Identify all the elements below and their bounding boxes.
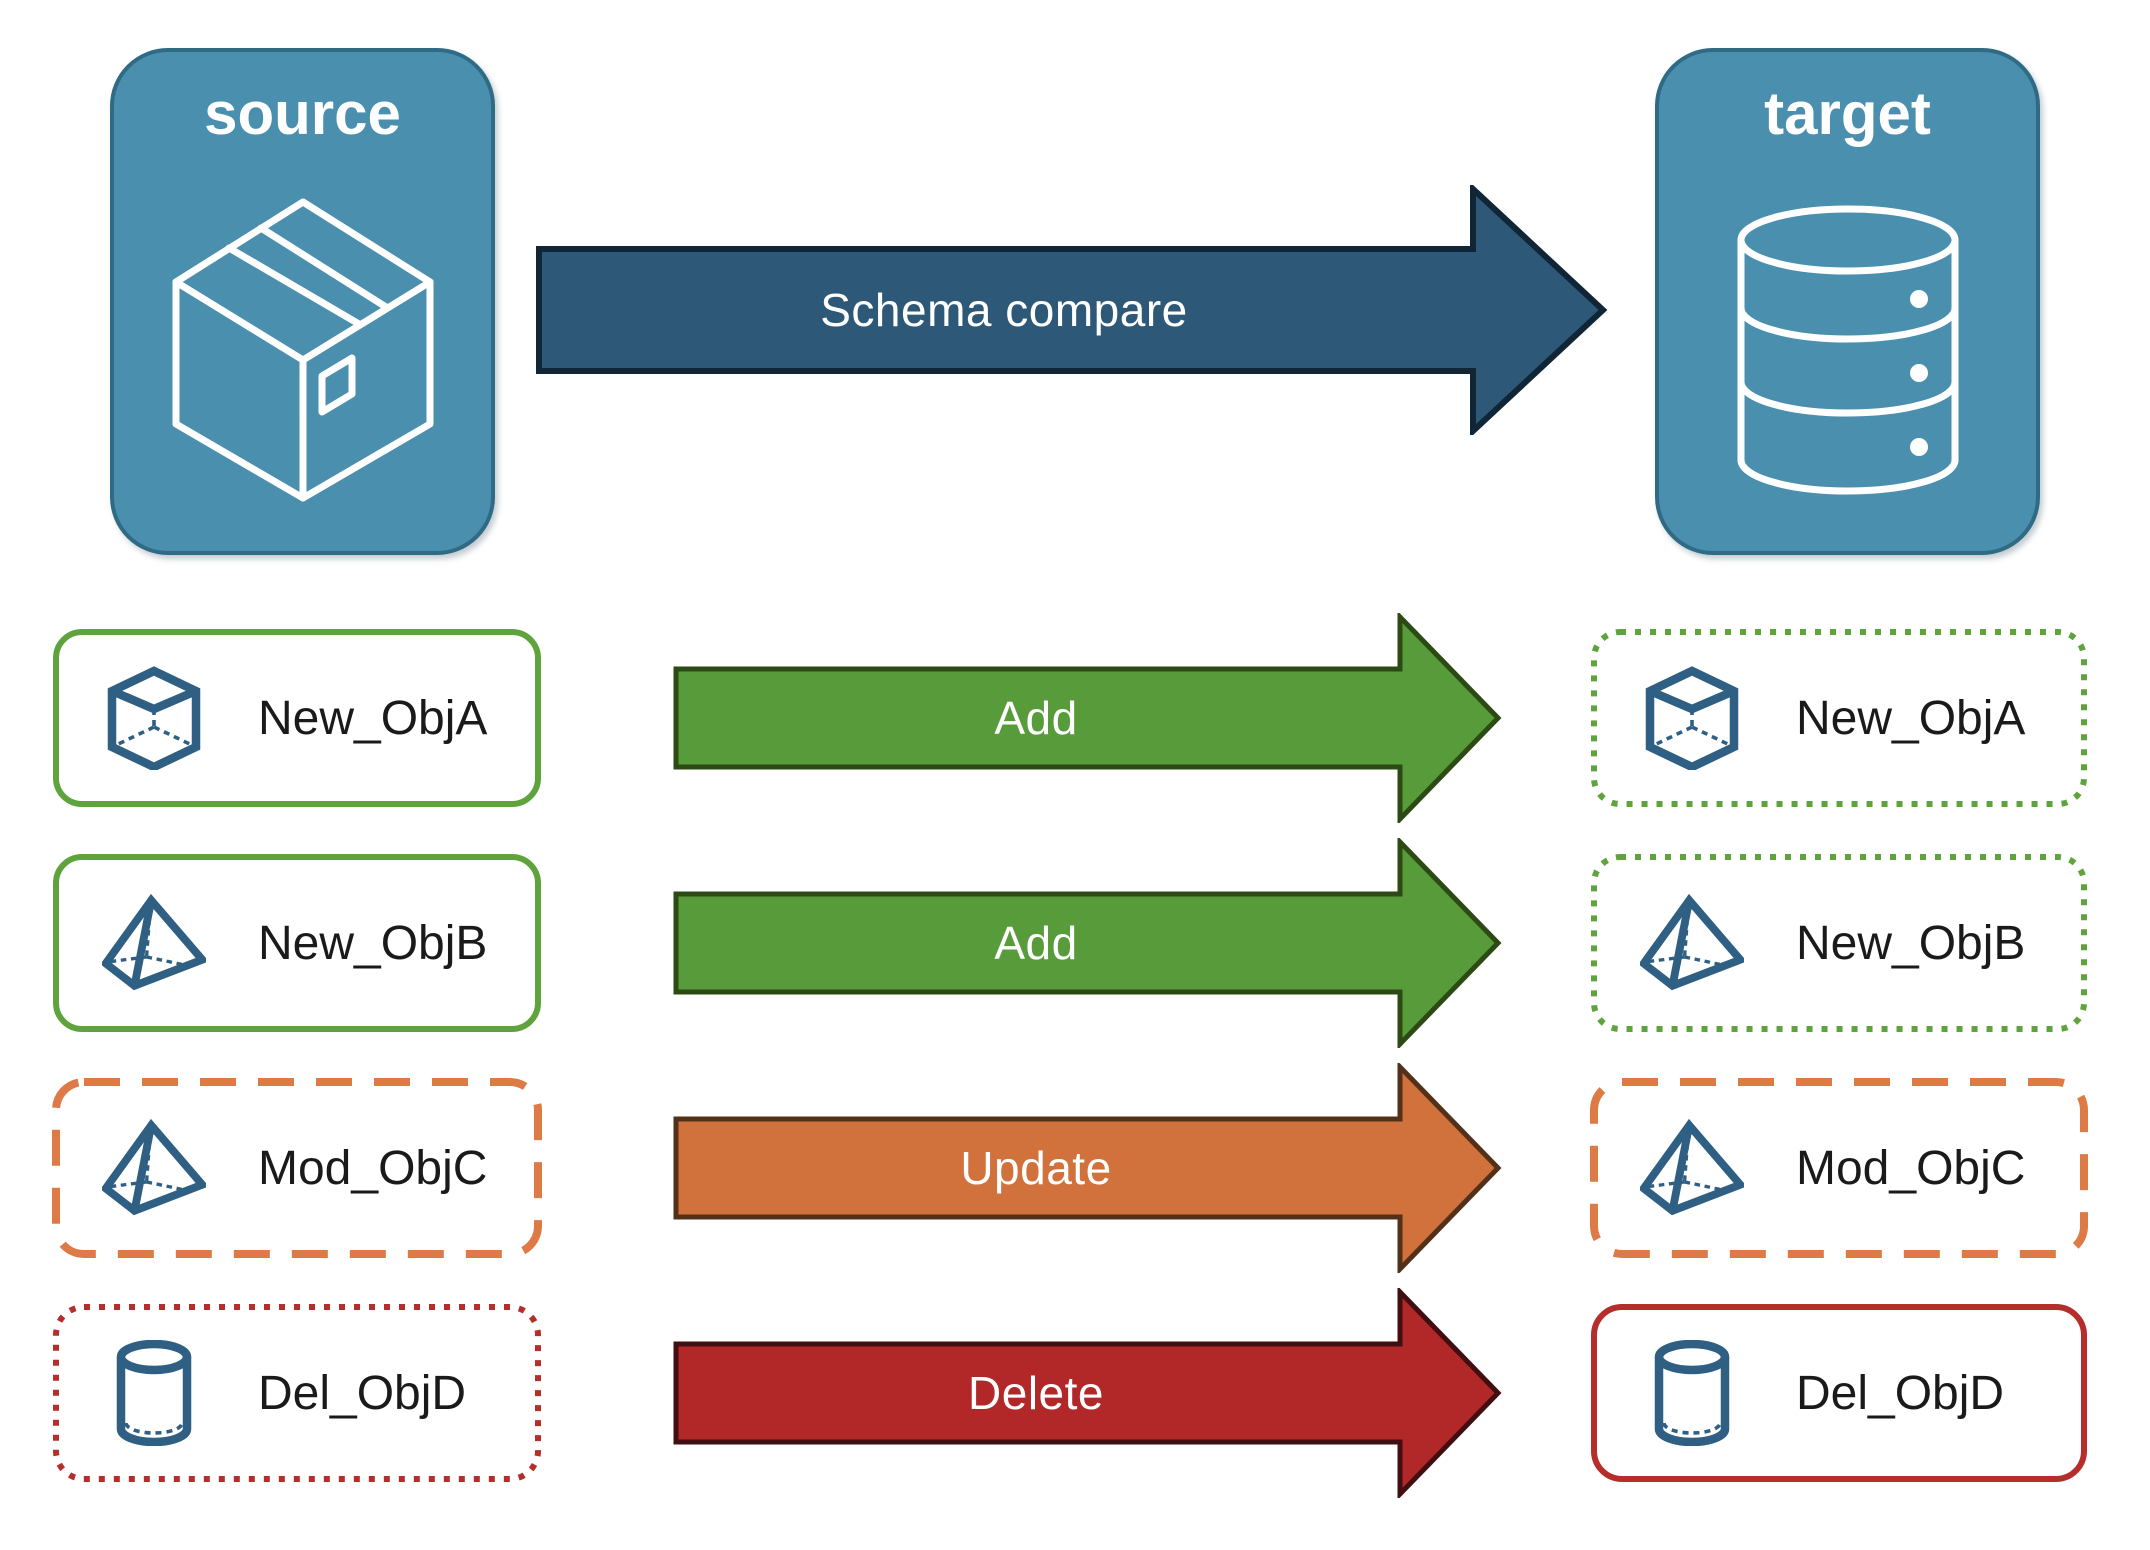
source-item-label: New_ObjB: [258, 916, 488, 970]
delete-arrow-label: Delete: [968, 1367, 1104, 1419]
add-arrow-1: Add: [672, 613, 1504, 823]
cube-icon: [1640, 666, 1744, 770]
target-node: target: [1655, 48, 2040, 555]
source-item-new-obja: New_ObjA: [52, 628, 542, 808]
add-arrow-shape: [673, 838, 1502, 1048]
pyramid-icon: [1640, 892, 1744, 994]
source-item-label: New_ObjA: [258, 691, 488, 745]
target-item-label: Del_ObjD: [1796, 1366, 2005, 1420]
source-node: source: [110, 48, 495, 555]
database-icon: [1737, 205, 1958, 495]
source-item-label: Del_ObjD: [258, 1366, 467, 1420]
target-item-mod-objc: Mod_ObjC: [1590, 1078, 2088, 1258]
source-node-title: source: [204, 80, 401, 147]
update-arrow-shape: [673, 1063, 1502, 1273]
source-item-new-objb: New_ObjB: [52, 853, 542, 1033]
target-item-label: New_ObjB: [1796, 916, 2026, 970]
pyramid-icon: [1640, 1117, 1744, 1219]
schema-compare-arrow-shape: [536, 185, 1608, 435]
add-arrow-label: Add: [994, 692, 1078, 744]
pyramid-icon: [102, 1117, 206, 1219]
cylinder-icon: [102, 1340, 206, 1446]
source-item-mod-objc: Mod_ObjC: [52, 1078, 542, 1258]
cube-icon: [102, 666, 206, 770]
delete-arrow: Delete: [672, 1288, 1504, 1498]
target-item-new-obja: New_ObjA: [1590, 628, 2088, 808]
source-item-label: Mod_ObjC: [258, 1141, 488, 1195]
add-arrow-2: Add: [672, 838, 1504, 1048]
delete-arrow-shape: [673, 1288, 1502, 1498]
add-arrow-shape: [673, 613, 1502, 823]
schema-compare-arrow-label: Schema compare: [820, 284, 1188, 336]
update-arrow: Update: [672, 1063, 1504, 1273]
update-arrow-label: Update: [960, 1142, 1112, 1194]
cylinder-icon: [1640, 1340, 1744, 1446]
target-node-title: target: [1764, 80, 1931, 147]
target-item-label: Mod_ObjC: [1796, 1141, 2026, 1195]
source-item-del-objd: Del_ObjD: [52, 1303, 542, 1483]
schema-compare-arrow: Schema compare: [535, 185, 1610, 435]
add-arrow-label: Add: [994, 917, 1078, 969]
target-item-label: New_ObjA: [1796, 691, 2026, 745]
pyramid-icon: [102, 892, 206, 994]
target-item-new-objb: New_ObjB: [1590, 853, 2088, 1033]
package-box-icon: [172, 198, 433, 502]
target-item-del-objd: Del_ObjD: [1590, 1303, 2088, 1483]
